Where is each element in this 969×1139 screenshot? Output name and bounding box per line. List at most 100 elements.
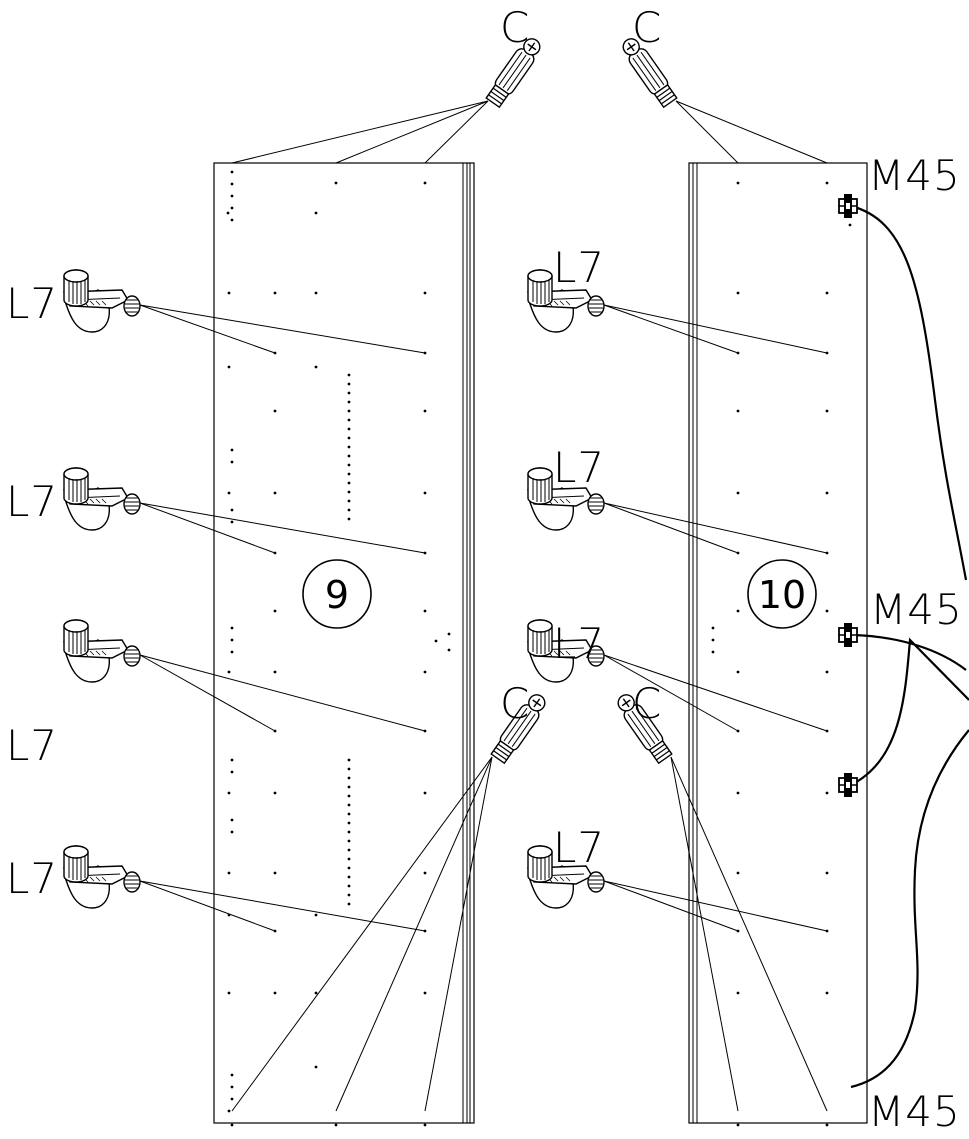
- drill-hole: [273, 409, 277, 413]
- leader-line: [424, 756, 493, 1112]
- leader-line: [139, 654, 276, 732]
- leader-line: [231, 100, 489, 164]
- drill-hole: [347, 463, 351, 467]
- drill-hole: [423, 1123, 427, 1127]
- drill-hole: [825, 791, 829, 795]
- drill-hole: [347, 400, 351, 404]
- leader-line: [603, 654, 739, 732]
- drill-hole: [347, 481, 351, 485]
- drill-hole: [347, 373, 351, 377]
- label-shelf-support: L7: [6, 721, 58, 770]
- leader-line: [335, 100, 489, 164]
- leader-line: [670, 756, 828, 1112]
- drill-hole: [347, 875, 351, 879]
- drill-hole: [736, 181, 740, 185]
- drill-hole: [825, 491, 829, 495]
- drill-hole: [230, 520, 234, 524]
- drill-hole: [711, 638, 715, 642]
- label-hinge: M45: [870, 585, 963, 634]
- panel-9: [213, 162, 475, 1124]
- drill-hole: [825, 181, 829, 185]
- drill-hole: [347, 382, 351, 386]
- drill-hole: [226, 211, 230, 215]
- label-shelf-support: L7: [553, 243, 605, 292]
- shelf-support-peg-icon: [63, 619, 141, 683]
- drill-hole: [347, 848, 351, 852]
- drill-hole: [347, 803, 351, 807]
- drill-hole: [825, 291, 829, 295]
- drill-holes: [226, 170, 852, 1127]
- leader-line: [335, 756, 493, 1112]
- leader-line: [139, 502, 426, 554]
- leader-line: [139, 654, 426, 732]
- drill-hole: [347, 436, 351, 440]
- drill-hole: [230, 626, 234, 630]
- drill-hole: [347, 821, 351, 825]
- drill-hole: [423, 609, 427, 613]
- leader-line: [139, 304, 276, 354]
- drill-hole: [273, 991, 277, 995]
- drill-hole: [230, 460, 234, 464]
- drill-hole: [347, 391, 351, 395]
- panel-number-10: 10: [747, 559, 817, 629]
- drill-hole: [273, 871, 277, 875]
- shelf-support-peg-icon: [63, 845, 141, 909]
- drill-hole: [227, 791, 231, 795]
- drill-hole: [227, 670, 231, 674]
- label-shelf-support: L7: [6, 477, 58, 526]
- drill-hole: [347, 884, 351, 888]
- label-cam-bolt: C: [500, 3, 530, 52]
- label-shelf-support: L7: [553, 823, 605, 872]
- drill-hole: [273, 491, 277, 495]
- drill-hole: [423, 670, 427, 674]
- drill-hole: [230, 508, 234, 512]
- hinge-connector-lines-2: [850, 729, 969, 1089]
- drill-hole: [347, 508, 351, 512]
- drill-hole: [347, 893, 351, 897]
- drill-hole: [423, 181, 427, 185]
- drill-hole: [347, 418, 351, 422]
- drill-hole: [423, 491, 427, 495]
- drill-hole: [347, 812, 351, 816]
- drill-hole: [347, 776, 351, 780]
- drill-hole: [736, 871, 740, 875]
- drill-hole: [230, 758, 234, 762]
- drill-hole: [347, 758, 351, 762]
- drill-hole: [230, 1085, 234, 1089]
- drill-hole: [334, 181, 338, 185]
- drill-hole: [347, 785, 351, 789]
- drill-hole: [736, 291, 740, 295]
- leader-line: [603, 880, 828, 932]
- drill-hole: [347, 517, 351, 521]
- drill-hole: [273, 609, 277, 613]
- leader-line: [139, 304, 426, 354]
- drill-hole: [227, 991, 231, 995]
- drill-hole: [347, 454, 351, 458]
- drill-hole: [314, 991, 318, 995]
- drill-hole: [347, 866, 351, 870]
- drill-hole: [825, 871, 829, 875]
- shelf-support-peg-icon: [63, 269, 141, 333]
- drill-hole: [347, 902, 351, 906]
- drill-hole: [230, 1073, 234, 1077]
- label-cam-bolt: C: [632, 3, 662, 52]
- drill-hole: [273, 791, 277, 795]
- drill-hole: [423, 291, 427, 295]
- label-shelf-support: L7: [6, 854, 58, 903]
- drill-hole: [347, 830, 351, 834]
- leader-line: [139, 880, 426, 932]
- drill-hole: [347, 409, 351, 413]
- drill-hole: [736, 670, 740, 674]
- drill-hole: [314, 291, 318, 295]
- drill-hole: [230, 218, 234, 222]
- label-cam-bolt: C: [632, 679, 662, 728]
- drill-hole: [227, 871, 231, 875]
- panel-10: [688, 162, 868, 1124]
- drill-hole: [848, 223, 852, 227]
- drill-hole: [825, 609, 829, 613]
- svg-text:9: 9: [325, 573, 349, 617]
- drill-hole: [230, 182, 234, 186]
- drill-hole: [736, 609, 740, 613]
- drill-hole: [230, 638, 234, 642]
